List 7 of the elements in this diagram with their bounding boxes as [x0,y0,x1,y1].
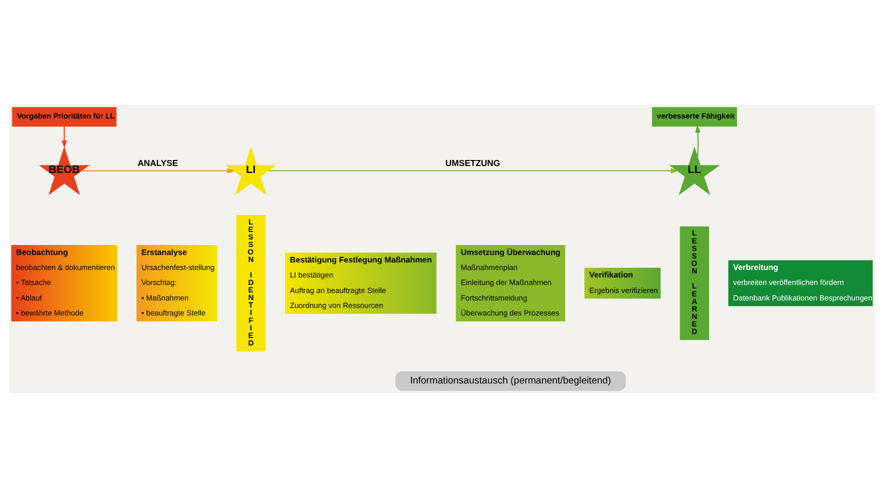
label: Informationsaustausch (permanent/begleitend) [410,375,612,386]
arrow [82,168,235,174]
edge-label: ANALYSE [138,158,178,168]
edge-label: UMSETZUNG [445,158,500,168]
arrow [268,168,678,174]
arrow [62,126,67,148]
arrow [695,125,700,157]
